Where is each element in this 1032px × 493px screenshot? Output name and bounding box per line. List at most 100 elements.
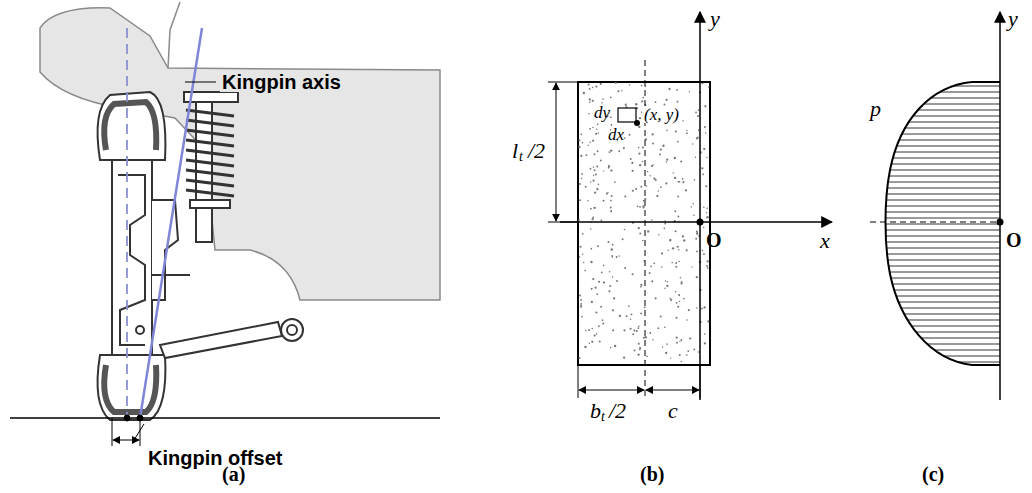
texture-dot — [593, 180, 595, 182]
texture-dot — [638, 153, 640, 155]
hatch-line — [870, 212, 1000, 213]
texture-dot — [597, 150, 599, 152]
texture-dot — [612, 244, 614, 246]
texture-dot — [594, 192, 596, 194]
texture-dot — [590, 181, 591, 182]
part-label: Kingpin offset — [146, 448, 284, 468]
texture-dot — [588, 113, 590, 115]
hatch-line — [870, 146, 1000, 147]
texture-dot — [612, 309, 614, 311]
texture-dot — [697, 115, 699, 117]
texture-dot — [632, 190, 634, 192]
texture-dot — [579, 295, 581, 297]
texture-dot — [610, 207, 612, 209]
texture-dot — [585, 186, 587, 188]
hatch-line — [870, 248, 1000, 249]
texture-dot — [691, 266, 692, 267]
texture-dot — [669, 239, 671, 241]
texture-dot — [659, 154, 661, 156]
texture-dot — [662, 346, 663, 347]
texture-dot — [692, 143, 694, 145]
kingpin-axis-line — [140, 28, 202, 418]
texture-dot — [656, 195, 658, 197]
hatch-line — [870, 116, 1000, 117]
dimension-label: /2 — [609, 400, 626, 422]
texture-dot — [675, 291, 677, 293]
texture-dot — [597, 245, 599, 247]
texture-dot — [642, 97, 644, 99]
texture-dot — [662, 145, 664, 147]
texture-dot — [591, 341, 593, 343]
texture-dot — [677, 246, 679, 248]
texture-dot — [623, 329, 625, 331]
point-label: (x, y) — [642, 106, 681, 123]
texture-dot — [672, 247, 674, 249]
texture-dot — [670, 357, 671, 358]
control-arm — [160, 319, 303, 358]
texture-dot — [665, 280, 666, 281]
hatch-line — [870, 140, 1000, 141]
texture-dot — [591, 301, 593, 303]
texture-dot — [585, 330, 587, 332]
texture-dot — [703, 253, 705, 255]
texture-dot — [638, 147, 640, 149]
texture-dot — [651, 219, 653, 221]
texture-dot — [703, 227, 704, 228]
texture-dot — [706, 207, 708, 209]
texture-dot — [640, 286, 642, 288]
texture-dot — [670, 299, 672, 301]
hatch-line — [870, 296, 1000, 297]
origin-label: O — [1006, 230, 1022, 250]
texture-dot — [583, 262, 585, 264]
texture-dot — [606, 193, 608, 195]
texture-dot — [706, 265, 708, 267]
texture-dot — [612, 276, 614, 278]
texture-dot — [602, 319, 604, 321]
x-axis — [560, 221, 832, 223]
texture-dot — [592, 216, 594, 218]
texture-dot — [685, 189, 687, 191]
hatch-line — [870, 188, 1000, 189]
texture-dot — [594, 169, 596, 171]
texture-dot — [580, 155, 582, 157]
texture-dot — [675, 130, 677, 132]
texture-dot — [676, 337, 678, 339]
dimension-label: b — [590, 400, 601, 422]
texture-dot — [638, 343, 640, 345]
texture-dot — [619, 255, 620, 256]
texture-dot — [592, 100, 594, 102]
hatch-line — [870, 284, 1000, 285]
origin-dot — [697, 219, 704, 226]
texture-dot — [624, 195, 626, 197]
texture-dot — [581, 133, 583, 135]
texture-dot — [587, 200, 589, 202]
hatch-line — [870, 128, 1000, 129]
texture-dot — [707, 320, 709, 322]
texture-dot — [598, 325, 600, 327]
texture-dot — [664, 327, 666, 329]
texture-dot — [610, 116, 612, 118]
texture-dot — [668, 88, 670, 90]
texture-dot — [704, 333, 706, 335]
y-axis — [999, 12, 1001, 400]
texture-dot — [695, 112, 697, 114]
texture-dot — [680, 277, 682, 279]
point-dot — [634, 120, 640, 126]
texture-dot — [639, 349, 641, 351]
texture-dot — [667, 281, 668, 282]
texture-dot — [696, 250, 698, 252]
texture-dot — [643, 200, 645, 202]
texture-dot — [703, 206, 705, 208]
texture-dot — [584, 346, 586, 348]
texture-dot — [688, 309, 690, 311]
texture-dot — [664, 223, 666, 225]
texture-dot — [596, 293, 598, 295]
texture-dot — [687, 350, 689, 352]
hatch-line — [870, 344, 1000, 345]
texture-dot — [695, 238, 697, 240]
texture-dot — [589, 342, 591, 344]
texture-dot — [698, 351, 699, 352]
texture-dot — [589, 128, 591, 130]
texture-dot — [603, 200, 605, 202]
